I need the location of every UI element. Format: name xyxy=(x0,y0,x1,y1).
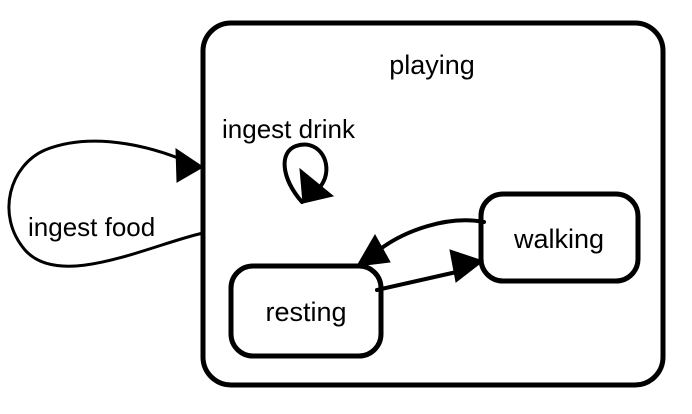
walking-to-resting-arrowhead-icon xyxy=(356,233,391,267)
transition-ingest-drink[interactable]: ingest drink xyxy=(222,114,356,204)
state-walking-shape[interactable] xyxy=(478,191,641,284)
transition-ingest-food[interactable]: ingest food xyxy=(7,139,205,268)
ingest-food-arrowhead-icon xyxy=(175,148,204,183)
ingest-food-path xyxy=(7,139,205,268)
transition-walking-to-resting[interactable] xyxy=(356,218,486,267)
ingest-food-label: ingest food xyxy=(28,212,155,242)
ingest-drink-arrowhead-icon xyxy=(299,167,335,204)
resting-to-walking-path xyxy=(375,269,463,292)
state-resting-shape[interactable] xyxy=(228,263,384,359)
ingest-drink-label: ingest drink xyxy=(222,114,356,144)
walking-to-resting-path xyxy=(377,218,486,252)
resting-to-walking-arrowhead-icon xyxy=(449,249,485,283)
state-walking-label: walking xyxy=(513,224,604,254)
state-playing-label: playing xyxy=(389,50,475,80)
state-resting-label: resting xyxy=(265,297,346,327)
transition-resting-to-walking[interactable] xyxy=(375,249,485,292)
